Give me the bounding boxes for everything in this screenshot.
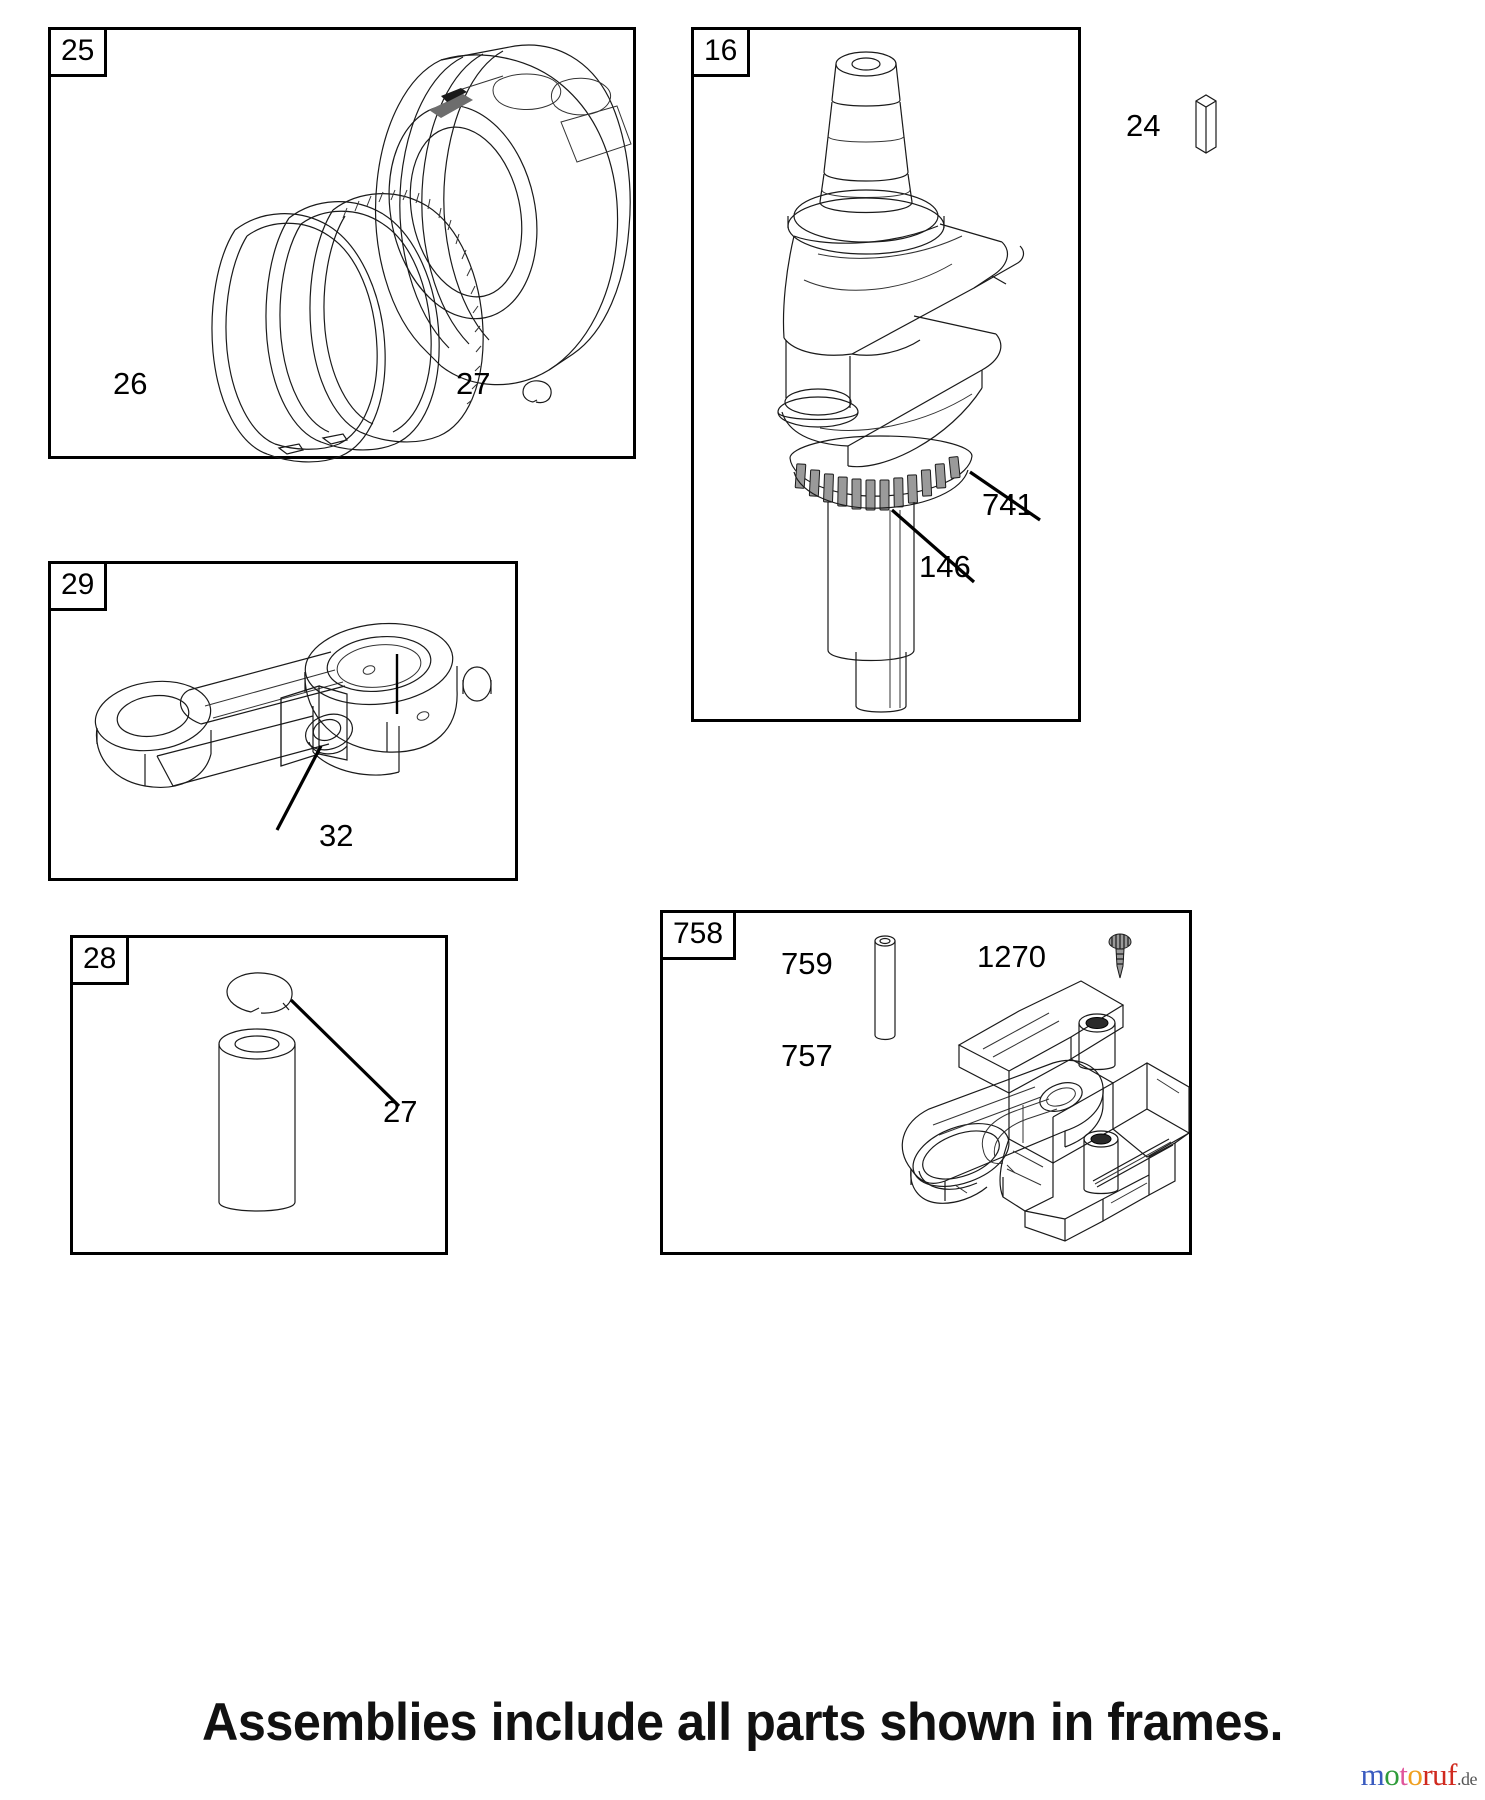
- callout-757: 757: [781, 1040, 833, 1071]
- crankshaft-illustration: [777, 51, 1041, 713]
- watermark-letter-o2: o: [1407, 1757, 1423, 1792]
- diagram-caption: Assemblies include all parts shown in fr…: [201, 1693, 1284, 1752]
- leader-32: [275, 745, 323, 831]
- piston-illustration: [211, 44, 632, 463]
- callout-27-frame25: 27: [456, 368, 490, 399]
- callout-24: 24: [1126, 110, 1160, 141]
- frame-16: 16: [691, 27, 1081, 722]
- watermark-letter-r: r: [1422, 1757, 1433, 1792]
- timing-gear: [789, 435, 973, 511]
- governor-plate-illustration: [901, 1059, 1104, 1204]
- retaining-ring-icon: [522, 380, 552, 404]
- callout-759: 759: [781, 948, 833, 979]
- governor-rivet-icon: [1108, 933, 1132, 979]
- frame-28-tag: 28: [70, 935, 130, 985]
- callout-27-frame28: 27: [383, 1096, 417, 1127]
- callout-27-ref: 27: [456, 366, 491, 401]
- callout-1270-ref: 1270: [977, 939, 1046, 974]
- callout-757-ref: 757: [781, 1038, 833, 1073]
- watermark-motoruf: motoruf.de: [1360, 1757, 1478, 1793]
- frame-758: 758: [660, 910, 1192, 1255]
- governor-housing-illustration: [957, 980, 1190, 1242]
- callout-741-ref: 741: [982, 487, 1034, 522]
- callout-24-ref: 24: [1126, 108, 1161, 143]
- callout-1270: 1270: [977, 941, 1046, 972]
- flywheel-key-icon: [1195, 94, 1217, 154]
- frame-758-tag: 758: [660, 910, 737, 960]
- watermark-letter-o1: o: [1384, 1757, 1400, 1792]
- callout-32-ref: 32: [319, 818, 354, 853]
- callout-27-ref-2: 27: [383, 1094, 418, 1129]
- callout-26: 26: [113, 368, 147, 399]
- frame-16-tag: 16: [691, 27, 751, 77]
- watermark-letter-f: f: [1447, 1757, 1457, 1792]
- leader-27-frame28: [289, 998, 401, 1108]
- leader-741: [969, 470, 1041, 522]
- callout-146-ref: 146: [919, 549, 971, 584]
- frame-29: 29: [48, 561, 518, 881]
- frame-29-tag: 29: [48, 561, 108, 611]
- callout-741: 741: [982, 489, 1034, 520]
- callout-146: 146: [919, 551, 971, 582]
- watermark-suffix: .de: [1457, 1769, 1478, 1789]
- frame-25-tag: 25: [48, 27, 108, 77]
- connecting-rod-illustration: [94, 622, 492, 831]
- callout-26-ref: 26: [113, 366, 148, 401]
- watermark-letter-u: u: [1432, 1757, 1448, 1792]
- watermark-letter-t: t: [1399, 1757, 1408, 1792]
- governor-pin-illustration: [874, 935, 896, 1041]
- callout-32: 32: [319, 820, 353, 851]
- piston-pin-illustration: [218, 972, 401, 1212]
- retaining-ring-shape: [226, 972, 293, 1014]
- leader-146: [890, 508, 976, 584]
- frame-28: 28 27: [70, 935, 448, 1255]
- watermark-letter-m: m: [1360, 1757, 1385, 1792]
- callout-759-ref: 759: [781, 946, 833, 981]
- frame-25: 25: [48, 27, 636, 463]
